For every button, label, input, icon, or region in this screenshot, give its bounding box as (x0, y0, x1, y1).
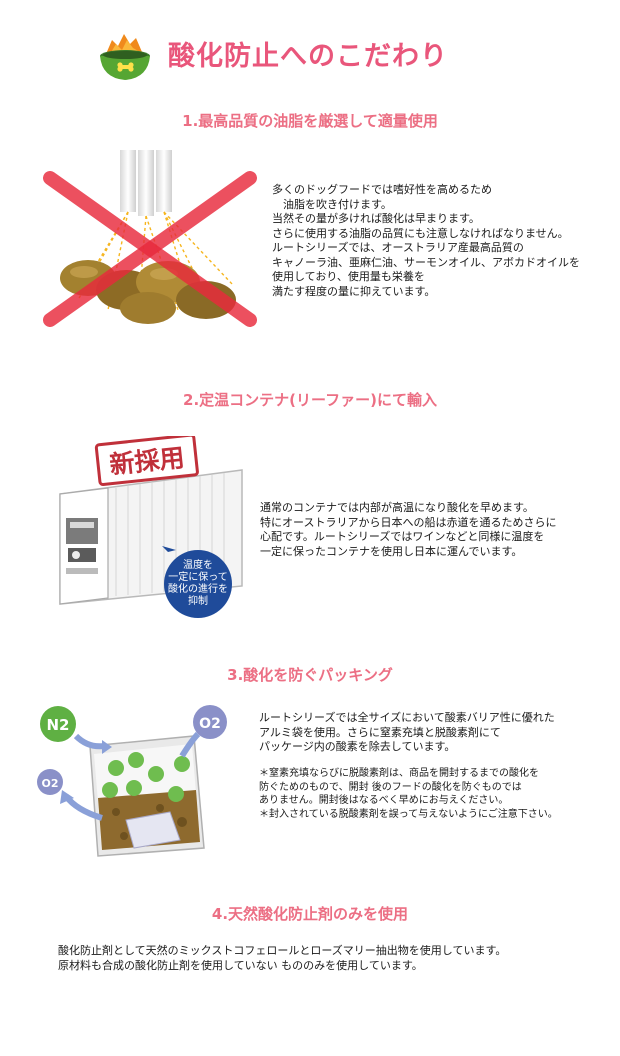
svg-text:温度を: 温度を (183, 558, 213, 571)
temperature-badge: 温度を 一定に保って 酸化の進行を 抑制 (160, 546, 236, 620)
section-heading-oil: 1.最高品質の油脂を厳選して適量使用 (182, 112, 438, 130)
dog-food-bowl-icon (96, 28, 154, 84)
new-adoption-stamp: 新採用 (108, 443, 186, 480)
oxygen-bubble-label: O2 (199, 716, 221, 732)
svg-text:O2: O2 (41, 777, 58, 790)
section-heading-container: 2.定温コンテナ(リーファー)にて輸入 (183, 391, 437, 409)
svg-text:一定に保って: 一定に保って (168, 570, 228, 583)
nitrogen-packed-bag-icon: N2 O2 O2 (32, 700, 236, 862)
section-oil-text: 多くのドッグフードでは嗜好性を高めるため 油脂を吹き付けます。 当然その量が多け… (272, 183, 580, 298)
page-title: 酸化防止へのこだわり (168, 41, 448, 72)
nitrogen-bubble-label: N2 (47, 716, 70, 734)
crossed-out-oil-spray-icon (38, 150, 260, 330)
section-container-text: 通常のコンテナでは内部が高温になり酸化を早めます。 特にオーストラリアから日本へ… (260, 501, 557, 558)
svg-text:酸化の進行を: 酸化の進行を (168, 582, 228, 595)
svg-text:抑制: 抑制 (188, 594, 208, 607)
section-heading-packing: 3.酸化を防ぐパッキング (227, 666, 393, 684)
section-packing-notes: ＊窒素充填ならびに脱酸素剤は、商品を開封するまでの酸化を 防ぐためのもので、開封… (259, 768, 558, 820)
section-antioxidant-text: 酸化防止剤として天然のミックストコフェロールとローズマリー抽出物を使用しています… (58, 944, 507, 972)
section-heading-antioxidant: 4.天然酸化防止剤のみを使用 (211, 905, 409, 923)
section-packing-text: ルートシリーズでは全サイズにおいて酸素バリア性に優れた アルミ袋を使用。さらに窒… (259, 711, 555, 753)
